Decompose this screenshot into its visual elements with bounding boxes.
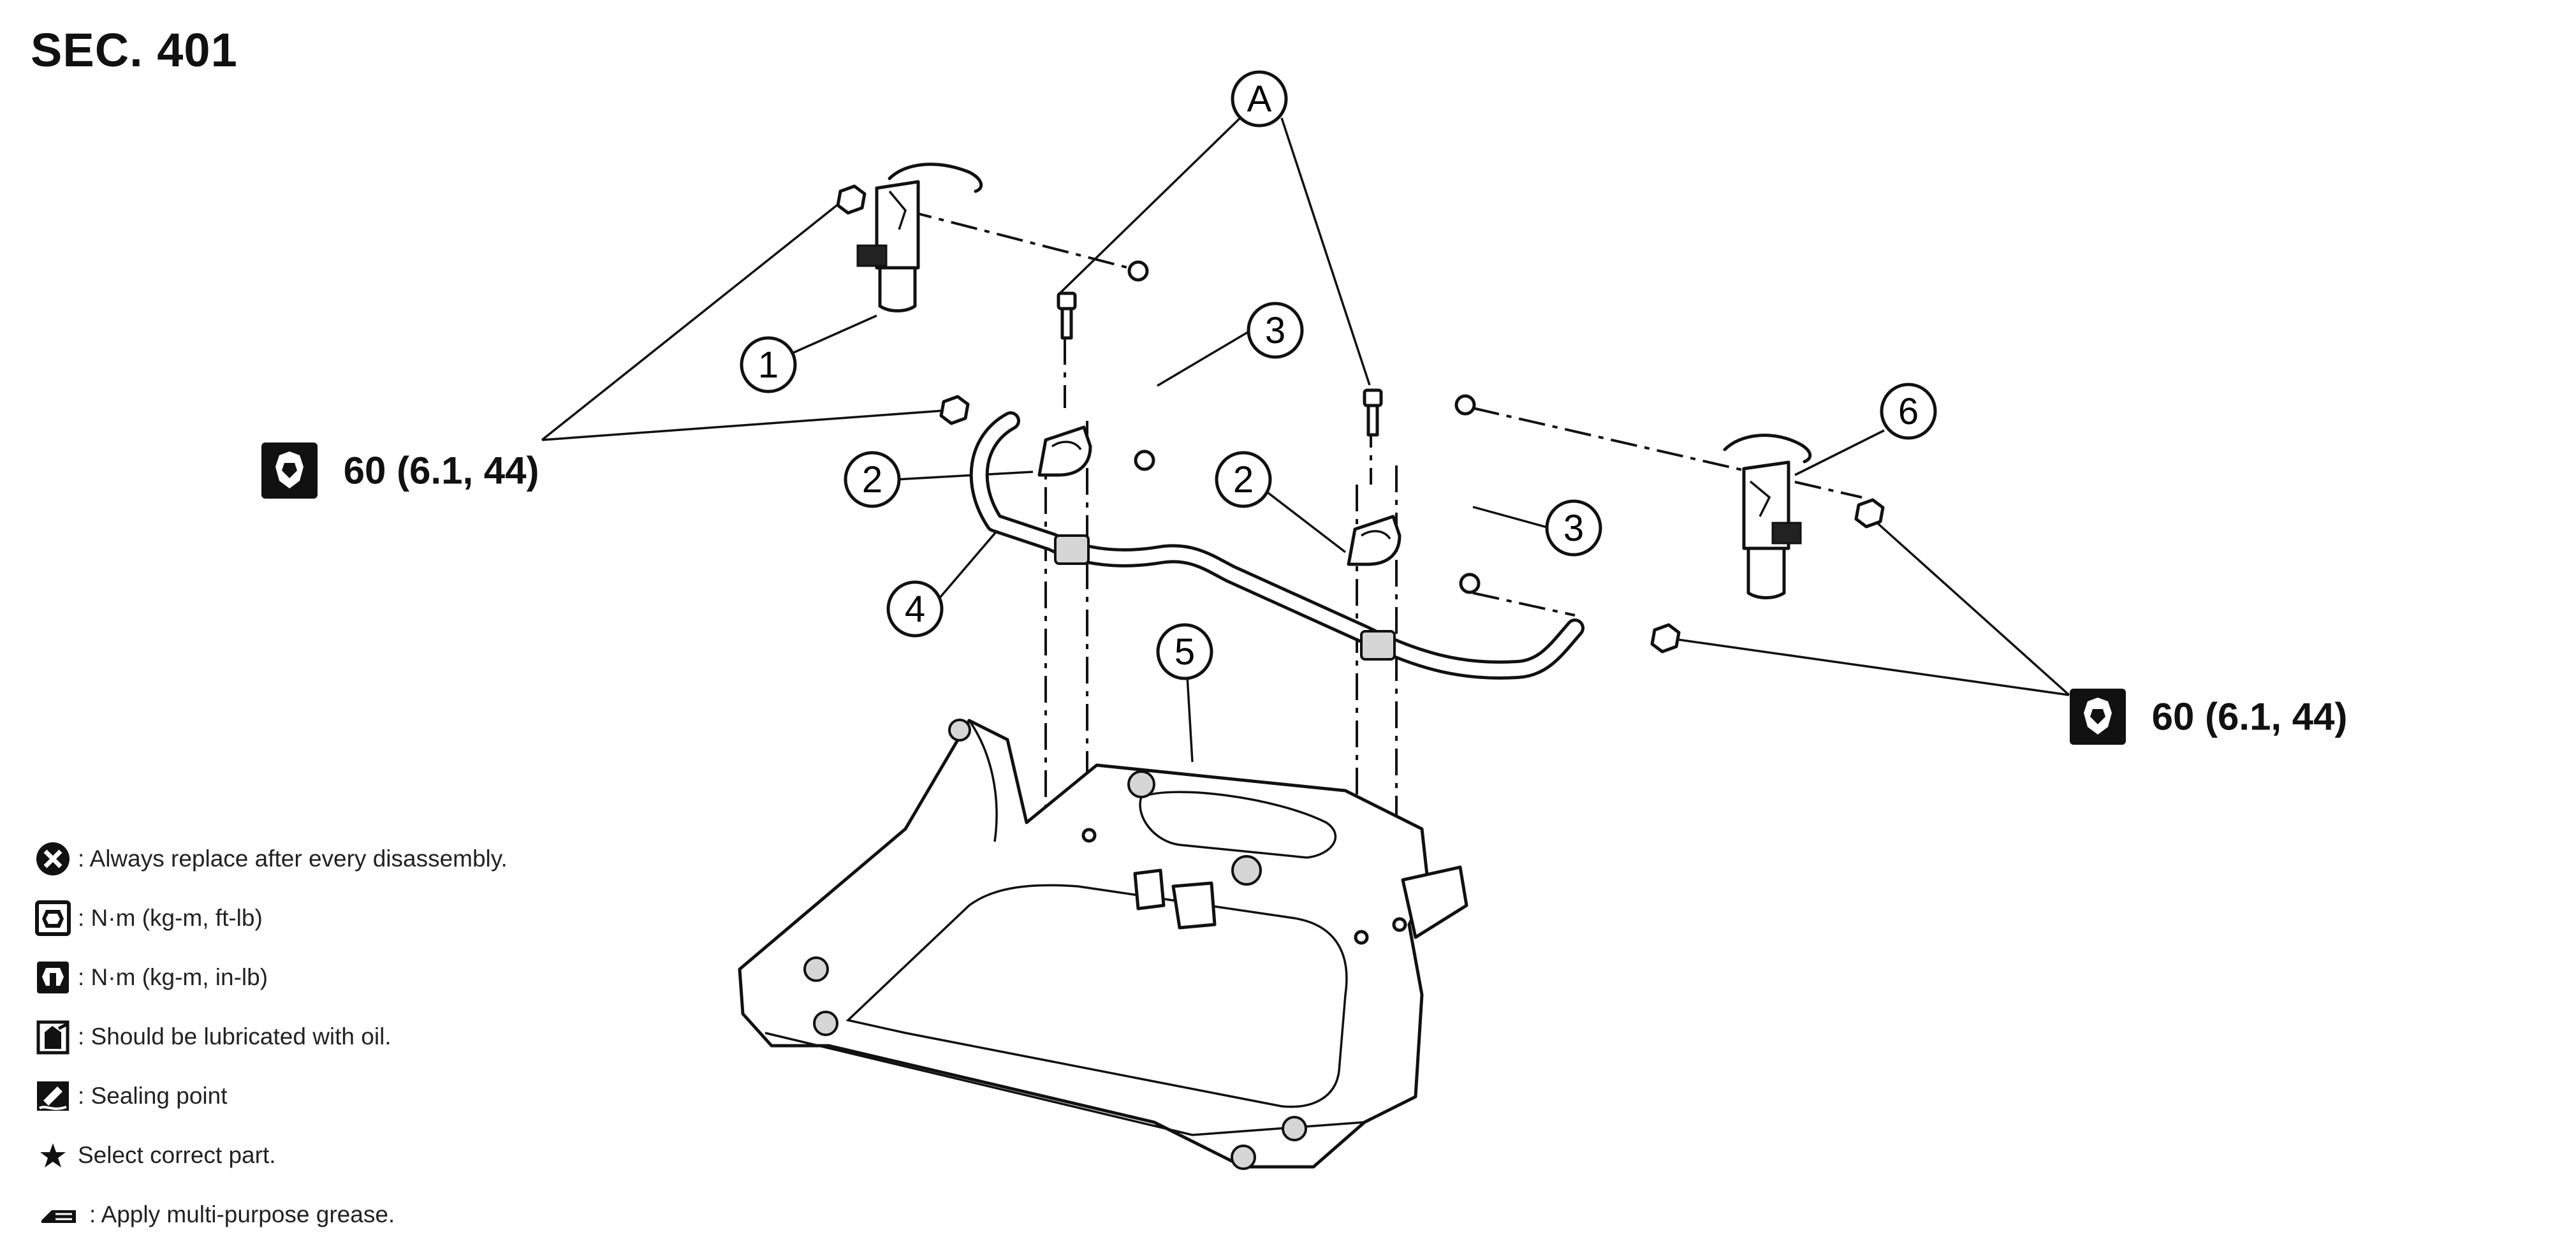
legend-text: : Sealing point [78,1082,228,1109]
height-sensor-left [856,163,983,312]
torque-spec-right-value: 60 (6.1, 44) [2151,695,2348,738]
torque-spec-left-value: 60 (6.1, 44) [343,449,539,492]
callout-6-label: 6 [1898,391,1919,432]
bolt-left [1057,291,1077,340]
section-title: SEC. 401 [31,24,238,77]
nut-mid-left [939,395,970,425]
legend-text: : N·m (kg-m, in-lb) [78,963,268,990]
callout-6: 6 [1880,383,1937,440]
legend-item: : Apply multi-purpose grease. [33,1185,671,1244]
legend-item: Select correct part. [33,1125,671,1185]
legend-item: : Should be lubricated with oil. [33,1007,671,1066]
connecting-rod-left [1127,260,1155,471]
sealing-point-icon [37,1081,69,1111]
nut-top-right [1854,498,1885,529]
nut-mid-right [1650,623,1681,654]
callout-3-left: 3 [1247,302,1304,359]
nut-top-left [836,184,867,215]
stabilizer-clamp-right [1347,515,1401,566]
callout-A: A [1231,70,1288,128]
oil-lubricate-icon [36,1020,70,1054]
callout-3-left-label: 3 [1265,310,1285,351]
suspension-member [738,719,1468,1170]
height-sensor-right [1723,434,1812,599]
legend-text: : N·m (kg-m, ft-lb) [78,904,263,931]
legend-item: : N·m (kg-m, in-lb) [33,948,671,1007]
callout-1-label: 1 [758,344,779,386]
callout-4-label: 4 [905,589,925,630]
torque-wrench-icon [2070,689,2126,745]
callout-3-right: 3 [1545,499,1602,557]
torque-ft-lb-icon [35,900,71,936]
callout-5: 5 [1156,623,1213,680]
torque-in-lb-icon [37,961,69,993]
callout-4: 4 [886,580,944,638]
callout-2-right-label: 2 [1233,459,1254,501]
always-replace-icon [36,842,70,875]
legend-item: : Always replace after every disassembly… [33,829,671,888]
torque-spec-left: 60 (6.1, 44) [260,441,539,500]
callout-2-right: 2 [1215,451,1272,508]
torque-wrench-icon [261,443,318,499]
stabilizer-bar [969,411,1584,680]
stabilizer-clamp-left [1037,425,1092,477]
legend-text: Select correct part. [78,1141,276,1168]
callout-2-left: 2 [844,451,901,508]
assembly-lines [905,209,1862,937]
legend-text: : Always replace after every disassembly… [78,845,508,872]
callout-3-right-label: 3 [1563,508,1584,549]
callout-A-label: A [1247,78,1272,120]
legend-text: : Apply multi-purpose grease. [89,1201,395,1227]
star-icon [40,1143,66,1167]
legend-item: : N·m (kg-m, ft-lb) [33,888,671,948]
legend: : Always replace after every disassembly… [33,829,671,1244]
connecting-rod-right [1454,394,1481,594]
grease-icon [41,1210,76,1223]
leader-lines [541,117,2070,763]
callout-2-left-label: 2 [862,459,882,501]
torque-spec-right: 60 (6.1, 44) [2068,687,2348,746]
callout-5-label: 5 [1175,631,1195,673]
legend-text: : Should be lubricated with oil. [78,1023,392,1050]
bolt-right [1363,388,1383,437]
legend-item: : Sealing point [33,1066,671,1125]
callout-1: 1 [740,336,797,393]
